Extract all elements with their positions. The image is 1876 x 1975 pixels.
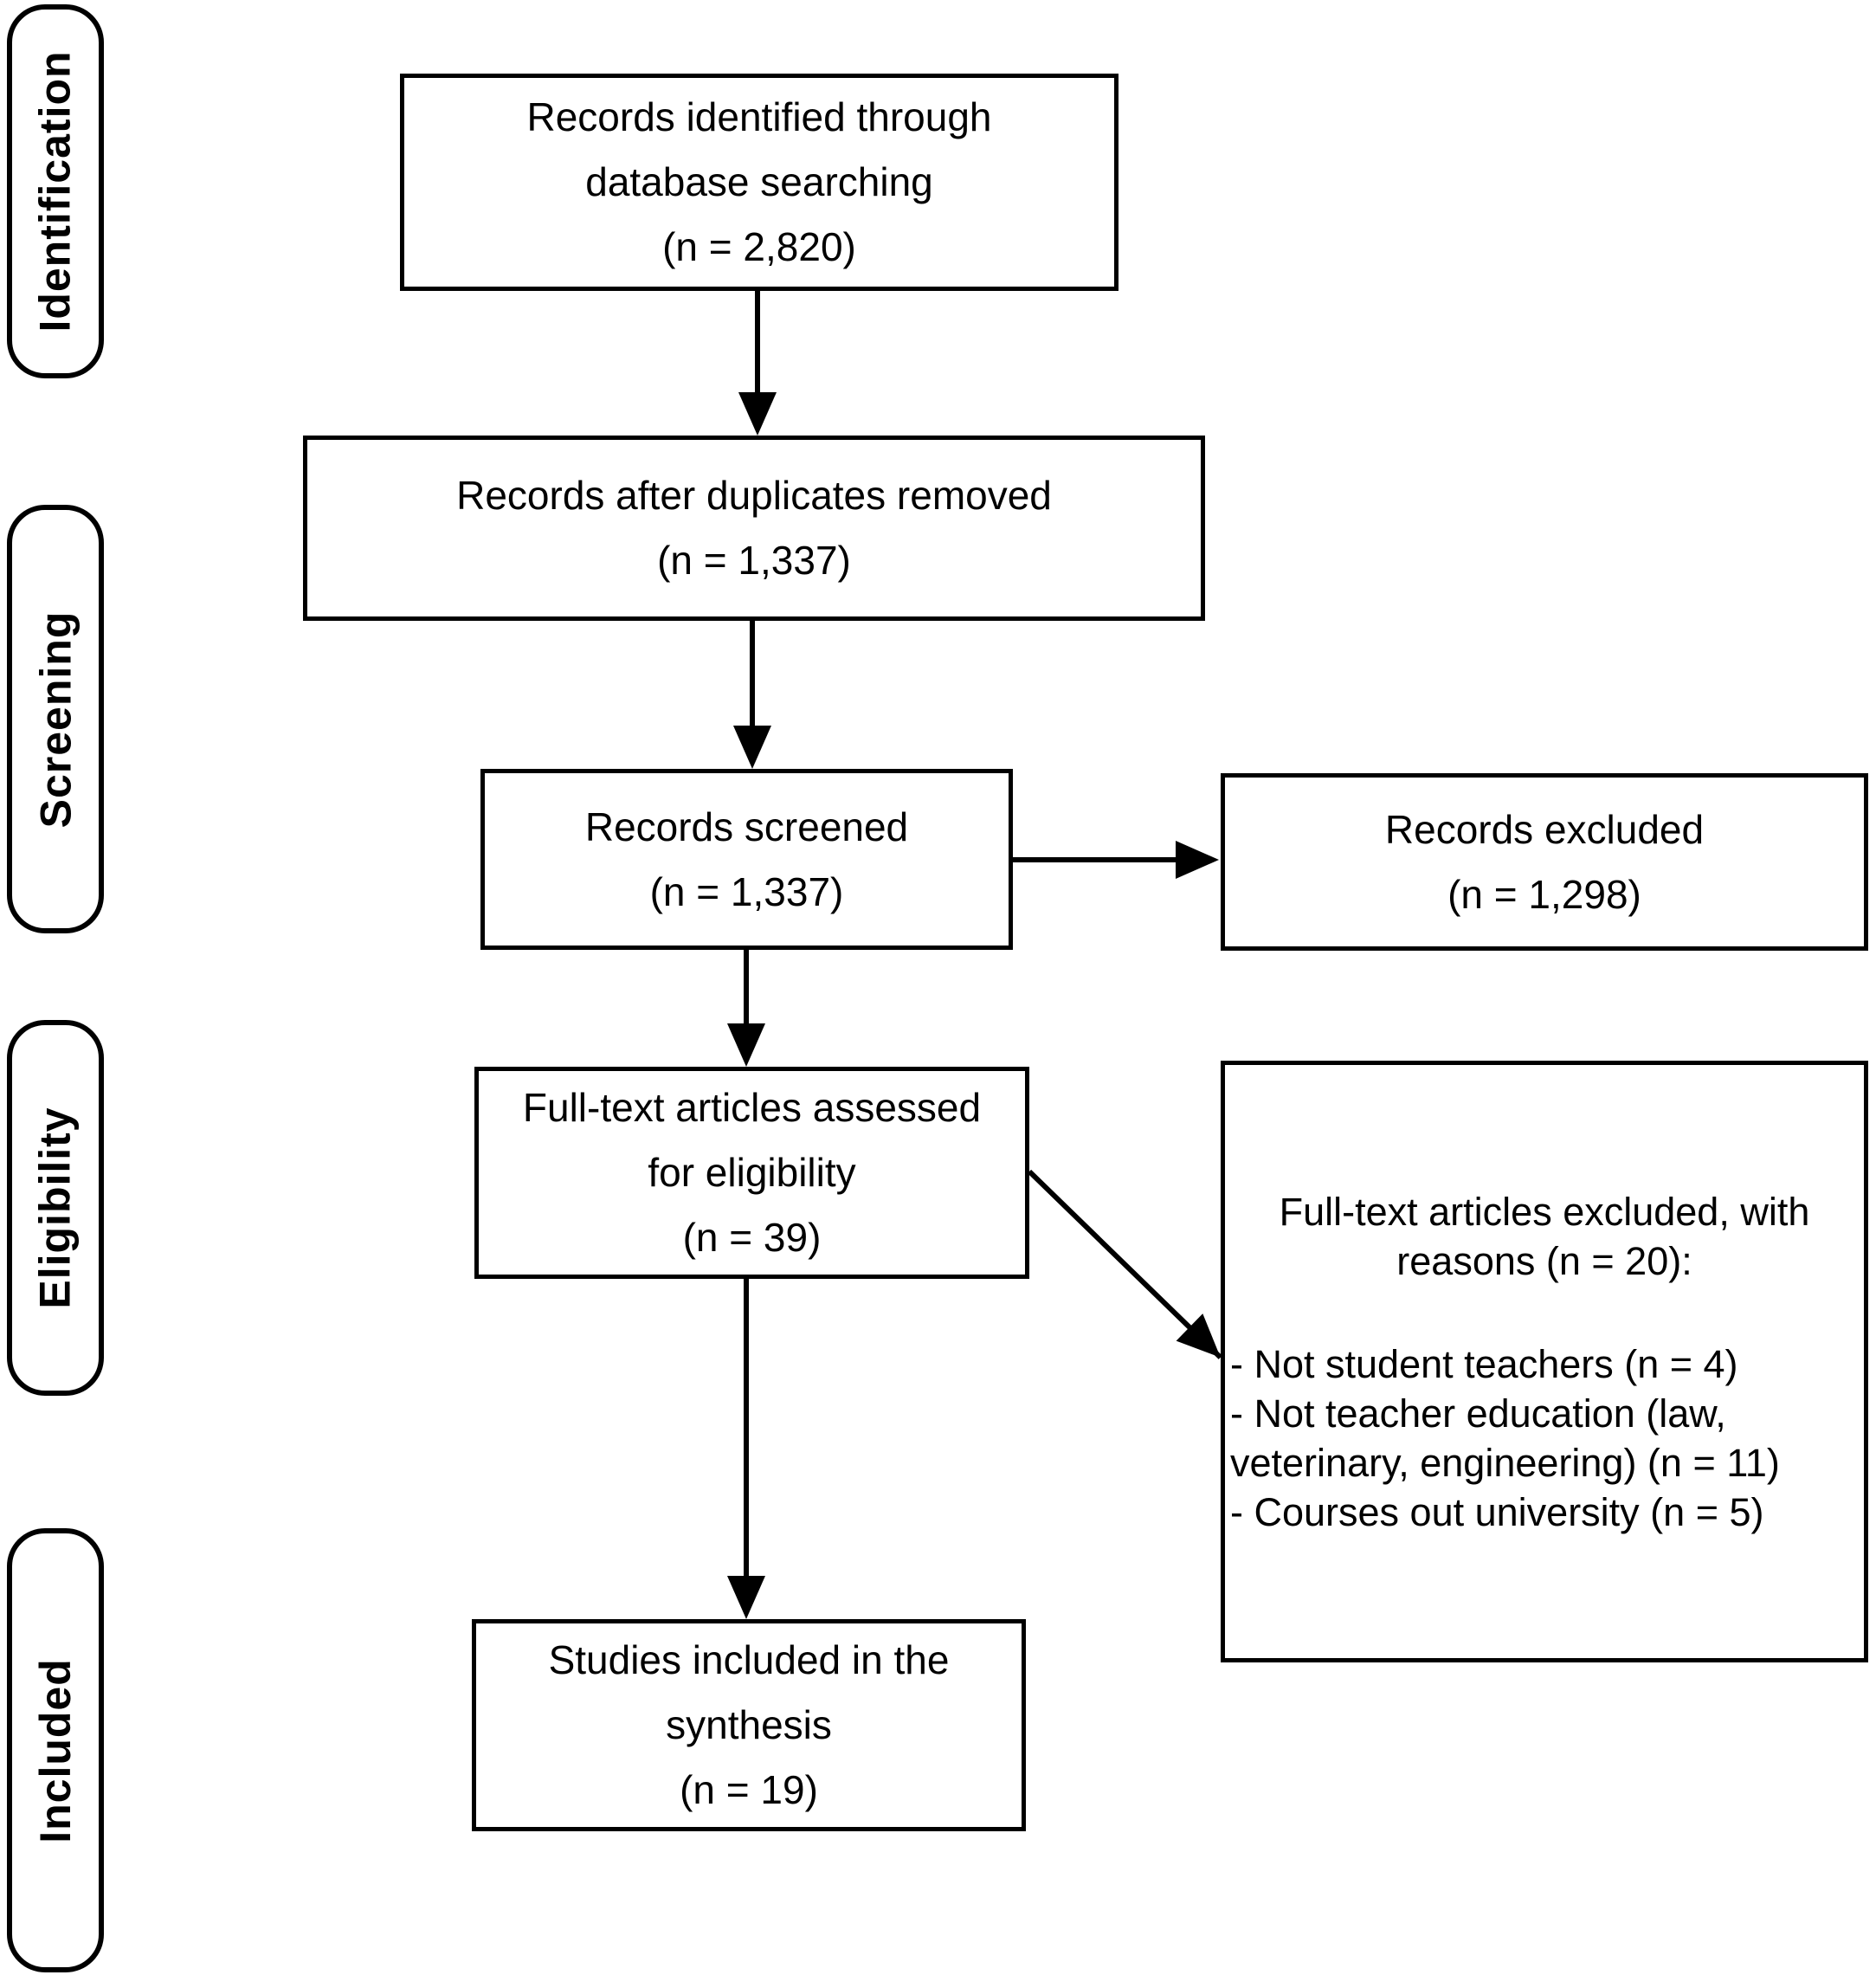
stage-label-text: Screening [31,610,80,828]
box-count: (n = 39) [682,1215,822,1260]
box-count: (n = 1,337) [657,538,851,583]
box-text-line: Full-text articles assessed [522,1085,982,1130]
stage-label-included: Included [7,1528,104,1972]
box-records-after-duplicates-removed: Records after duplicates removed (n = 1,… [303,436,1205,621]
arrowhead-down-icon [727,1576,765,1619]
box-text-line: synthesis [666,1702,832,1747]
exclusion-reason: - Not teacher education (law, veterinary… [1230,1391,1780,1485]
box-text-line: Records identified through [526,94,992,139]
arrow-line [744,950,749,1027]
exclusion-heading-line: reasons (n = 20): [1396,1238,1692,1283]
box-fulltext-assessed: Full-text articles assessed for eligibil… [474,1067,1029,1279]
arrow-line [1013,857,1179,862]
exclusion-reason: - Courses out university (n = 5) [1230,1489,1764,1534]
arrow-line [744,1279,749,1579]
box-text-line: Studies included in the [548,1637,950,1682]
stage-label-eligibility: Eligibility [7,1020,104,1396]
box-records-identified: Records identified through database sear… [400,74,1119,291]
arrowhead-down-icon [733,726,771,769]
stage-label-screening: Screening [7,505,104,933]
box-studies-included: Studies included in the synthesis (n = 1… [472,1619,1026,1831]
box-fulltext-excluded: Full-text articles excluded, with reason… [1221,1061,1868,1662]
box-text-line: Records after duplicates removed [456,473,1052,518]
exclusion-reason-list: - Not student teachers (n = 4) - Not tea… [1230,1339,1859,1537]
box-count: (n = 19) [680,1767,818,1812]
box-records-excluded: Records excluded (n = 1,298) [1221,773,1868,951]
exclusion-reason: - Not student teachers (n = 4) [1230,1341,1738,1386]
box-records-screened: Records screened (n = 1,337) [480,769,1013,950]
stage-label-identification: Identification [7,4,104,378]
stage-label-text: Included [31,1657,81,1843]
arrow-line [750,621,755,729]
arrow-line [755,291,760,396]
box-count: (n = 2,820) [662,224,856,269]
stage-label-text: Eligibility [31,1107,80,1309]
arrowhead-down-icon [738,392,777,436]
box-text-line: Records screened [584,804,909,849]
box-text-line: database searching [585,159,933,204]
stage-label-text: Identification [31,50,81,332]
box-count: (n = 1,298) [1447,871,1641,917]
box-text-line: for eligibility [648,1150,856,1195]
arrow-fulltext-to-fulltext-excluded [1027,1169,1235,1372]
exclusion-heading: Full-text articles excluded, with reason… [1230,1187,1859,1286]
exclusion-heading-line: Full-text articles excluded, with [1279,1189,1810,1234]
arrowhead-right-icon [1176,841,1219,879]
box-count: (n = 1,337) [649,868,844,914]
box-text-line: Records excluded [1384,806,1705,852]
arrowhead-down-icon [727,1023,765,1067]
